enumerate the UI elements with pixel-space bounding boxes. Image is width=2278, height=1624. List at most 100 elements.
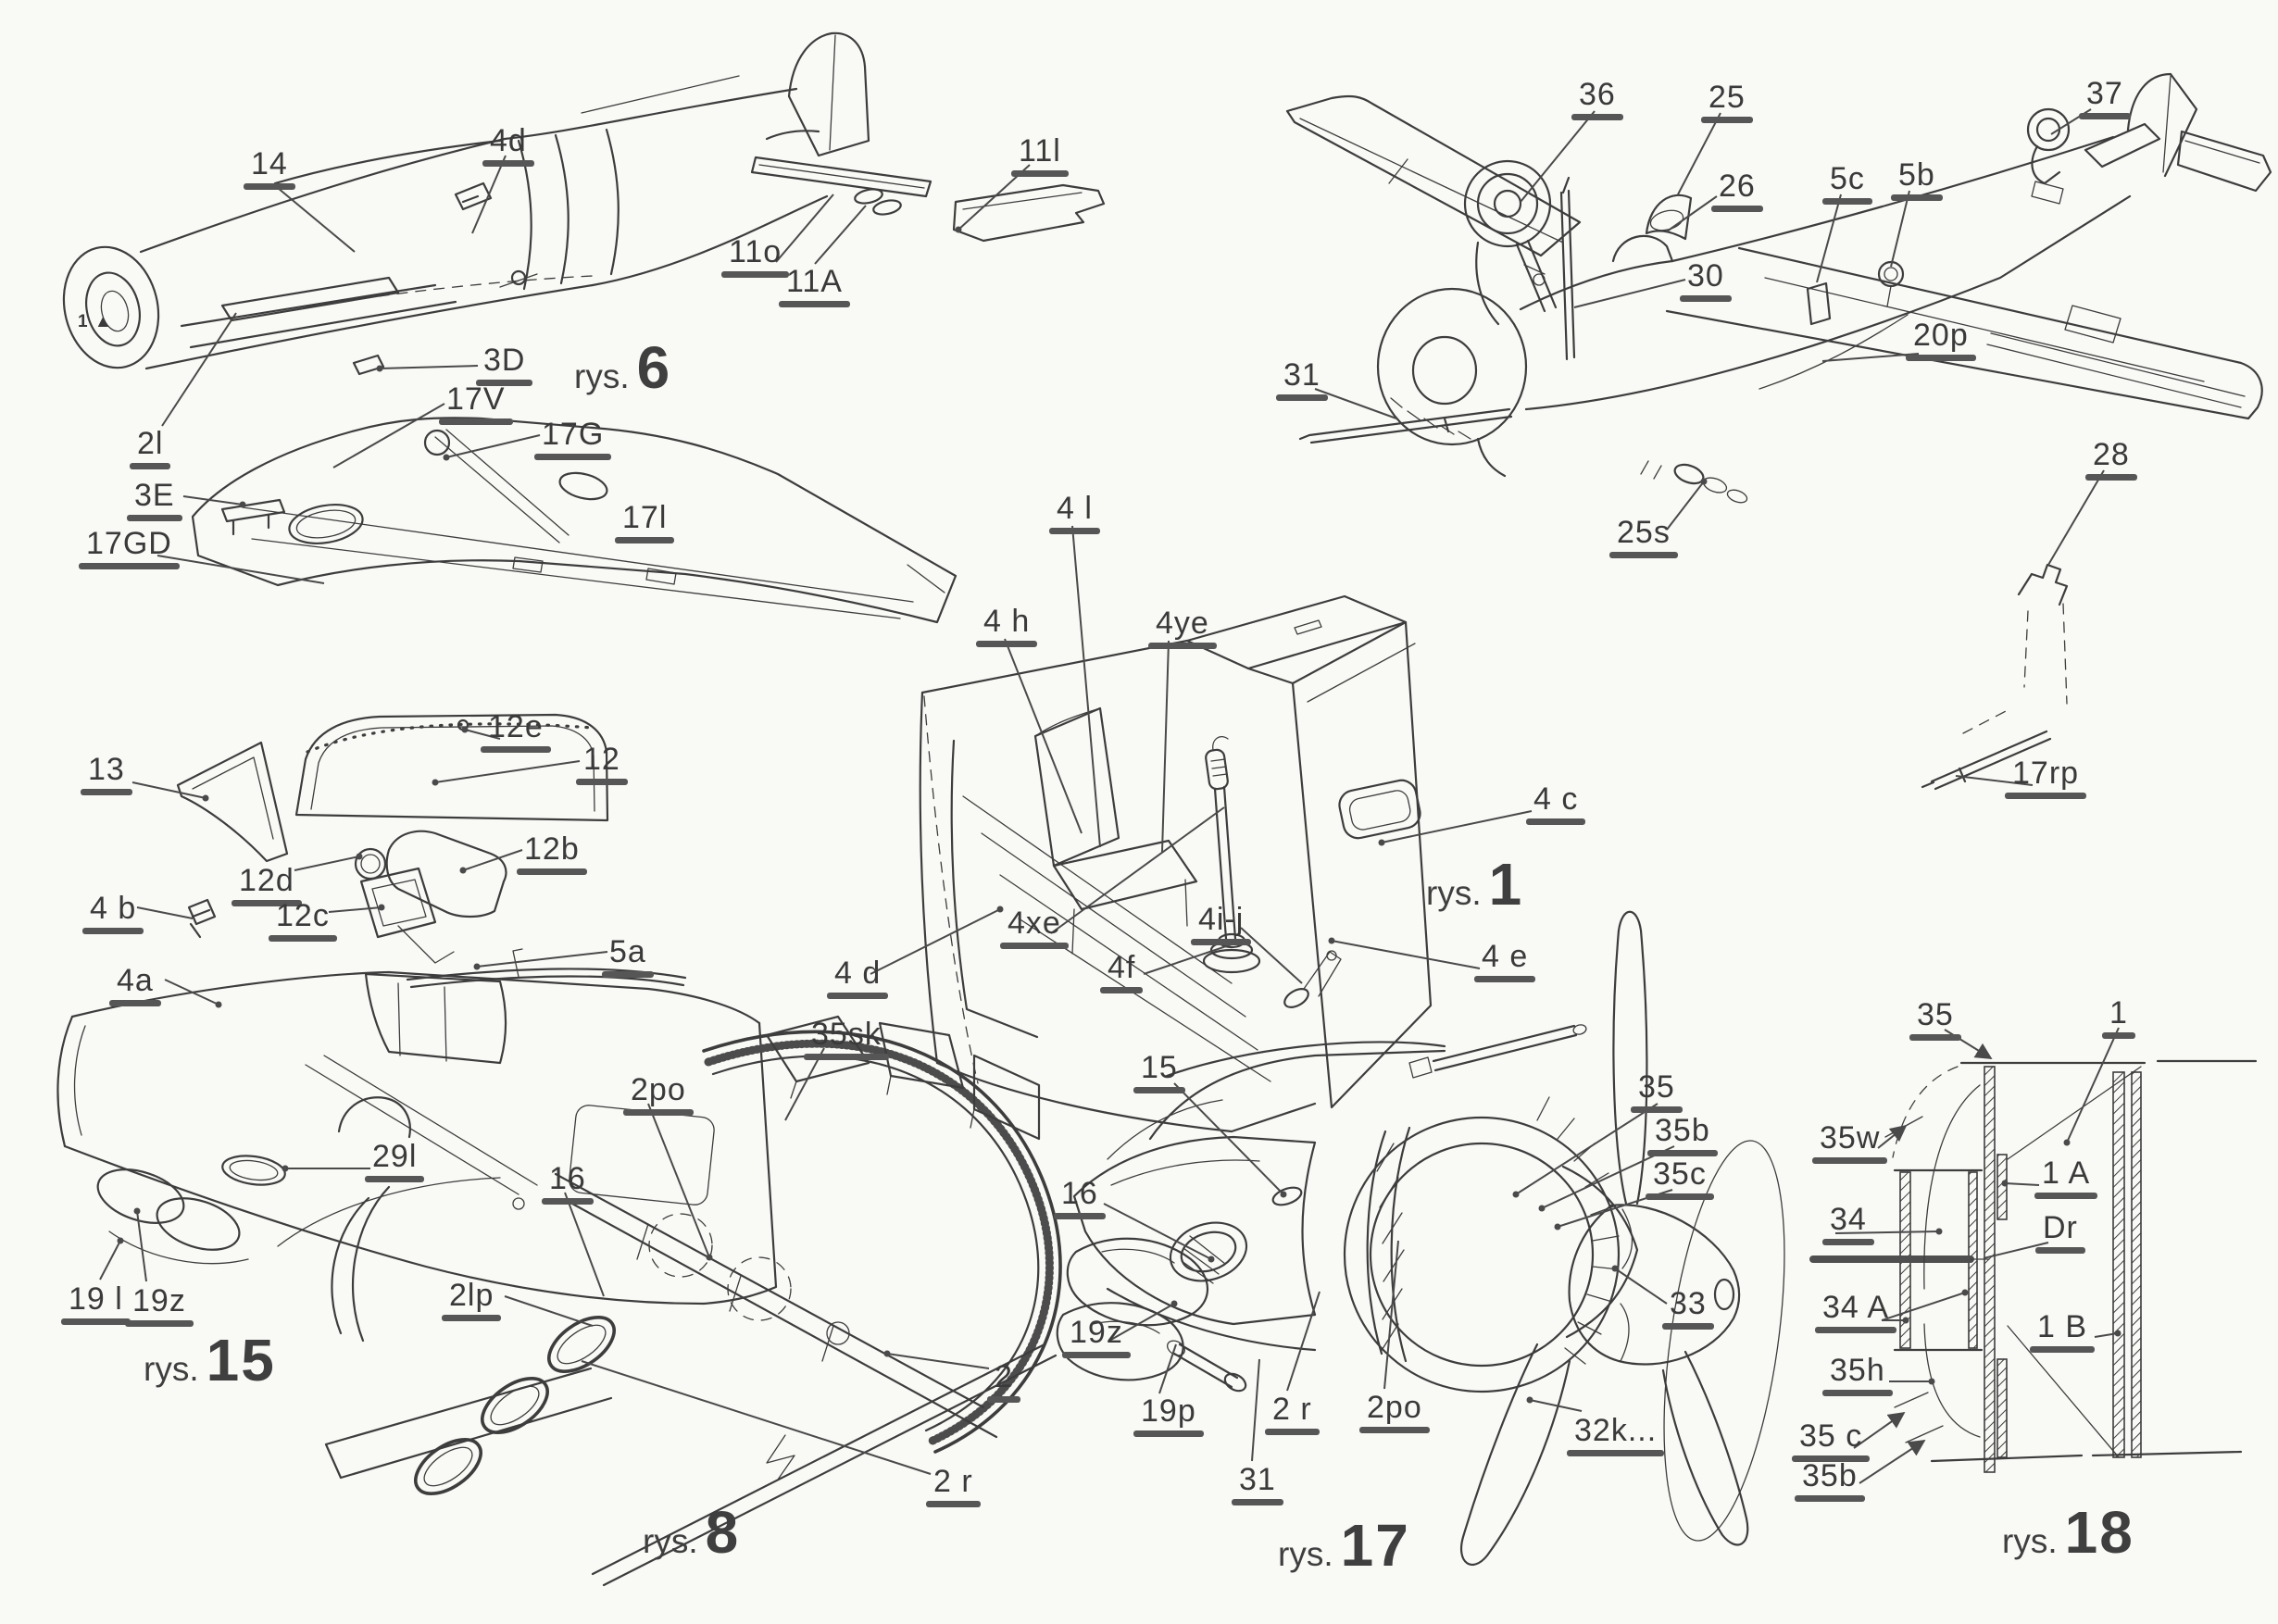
part-label-text: 4a <box>117 963 154 998</box>
label-underline-bar <box>61 1318 131 1325</box>
label-underline-bar <box>365 1176 425 1182</box>
label-underline-bar <box>2085 474 2137 481</box>
part-label-text: 2 <box>995 1359 1013 1394</box>
part-label-28-fig1: 28 <box>2085 439 2137 481</box>
figure-caption-17: rys.17 <box>1278 1511 1410 1580</box>
part-label-2-r-fig17: 2 r <box>1265 1393 1320 1435</box>
label-underline-bar <box>269 935 337 942</box>
caption-number: 15 <box>206 1327 276 1393</box>
part-label-20p-fig1: 20p <box>1906 319 1976 361</box>
label-underline-bar <box>1647 1150 1718 1156</box>
label-underline-bar <box>1100 987 1144 993</box>
part-label-text: 12e <box>488 709 544 744</box>
part-label-1-b-fig18: 1 B <box>2030 1309 2096 1353</box>
part-label-12b-fig15: 12b <box>517 833 587 875</box>
part-label-text: 4 d <box>834 956 882 991</box>
label-underline-bar <box>1265 1429 1320 1435</box>
part-label-1-a-fig18: 1 A <box>2034 1157 2098 1199</box>
part-label-2l-fig6: 2l <box>130 428 171 469</box>
part-label-text: 1 B <box>2037 1309 2088 1344</box>
label-underline-bar <box>1000 943 1069 949</box>
figure-rys18 <box>1809 1059 2258 1473</box>
label-underline-bar <box>1646 1193 1714 1200</box>
part-label-text: 19z <box>1070 1315 1123 1350</box>
part-label-text: 17rp <box>2012 756 2080 791</box>
part-label-4-l-fig1: 4 l <box>1049 493 1100 534</box>
figure-rys6-wing <box>191 417 958 624</box>
part-label-text: 35b <box>1655 1113 1710 1148</box>
part-label-2po-fig8: 2po <box>623 1072 694 1116</box>
part-label-17l-fig6: 17l <box>615 502 675 543</box>
part-label-text: 4d <box>490 123 527 158</box>
part-label-12-fig15: 12 <box>576 742 628 785</box>
label-underline-bar <box>1609 552 1678 558</box>
part-label-text: 2po <box>631 1072 686 1107</box>
label-underline-bar <box>82 928 144 934</box>
part-label-1-fig6: 1 ▲ <box>78 313 113 331</box>
part-label-15-fig17: 15 <box>1133 1052 1185 1093</box>
label-underline-bar <box>987 1396 1020 1403</box>
part-label-text: 32k... <box>1574 1413 1658 1448</box>
caption-prefix: rys. <box>643 1522 698 1560</box>
label-underline-bar <box>232 900 302 906</box>
part-label-4f-fig1: 4f <box>1100 952 1144 993</box>
label-underline-bar <box>1191 939 1252 945</box>
part-label-19p-fig17: 19p <box>1133 1393 1204 1437</box>
label-underline-bar <box>2005 793 2087 799</box>
part-label-34-a-fig18: 34 A <box>1815 1292 1897 1333</box>
label-underline-bar <box>244 183 295 190</box>
part-label-text: 4 b <box>90 891 137 926</box>
label-underline-bar <box>1011 170 1069 177</box>
part-label-5a-fig15: 5a <box>602 936 654 978</box>
part-label-text: 12d <box>239 863 294 898</box>
label-underline-bar <box>1049 528 1100 534</box>
part-label-text: 33 <box>1670 1286 1707 1321</box>
label-underline-bar <box>779 301 850 307</box>
caption-number: 18 <box>2064 1499 2134 1566</box>
part-label-4i-j-fig1: 4i-j <box>1191 902 1252 945</box>
part-label-3e-fig6: 3E <box>127 480 182 521</box>
part-label-14-fig6: 14 <box>244 148 295 190</box>
label-underline-bar <box>1891 194 1943 201</box>
part-label-text: 2po <box>1367 1390 1422 1425</box>
part-label-36-fig1: 36 <box>1571 77 1623 120</box>
part-label-text: 37 <box>2086 76 2123 111</box>
label-underline-bar <box>1815 1327 1897 1333</box>
part-label-text: 4 c <box>1533 781 1579 817</box>
part-label-17g-fig6: 17G <box>534 417 612 460</box>
part-label-text: 35w <box>1820 1120 1881 1156</box>
figure-rys8 <box>324 1015 1062 1587</box>
part-label-11a-fig6: 11A <box>779 266 850 307</box>
label-underline-bar <box>602 971 654 978</box>
part-label-31-fig17: 31 <box>1232 1464 1283 1505</box>
part-label-25-fig1: 25 <box>1701 81 1753 123</box>
label-underline-bar <box>1662 1323 1714 1330</box>
part-label-text: 19p <box>1141 1393 1196 1429</box>
part-label-4-e-fig1: 4 e <box>1474 941 1536 982</box>
part-label-text: 1 ▲ <box>78 312 113 331</box>
figure-caption-18: rys.18 <box>2002 1498 2134 1567</box>
part-label-4-c-fig1: 4 c <box>1526 781 1586 825</box>
part-label-35sk-fig8: 35sk <box>804 1018 889 1060</box>
part-label-text: 17G <box>542 417 605 452</box>
label-underline-bar <box>827 993 889 999</box>
label-underline-bar <box>1909 1034 1961 1041</box>
part-label-text: 4i-j <box>1198 902 1245 937</box>
part-label-33-fig17: 33 <box>1662 1286 1714 1330</box>
label-underline-bar <box>2030 1346 2096 1353</box>
part-label-text: 5c <box>1830 161 1865 196</box>
part-label-text: 4ye <box>1156 606 1209 641</box>
part-label-text: 4 h <box>983 604 1031 639</box>
part-label-text: 3D <box>483 343 526 378</box>
part-label-1-fig18: 1 <box>2102 997 2135 1039</box>
caption-prefix: rys. <box>1426 874 1482 912</box>
label-underline-bar <box>1571 114 1623 120</box>
part-label-text: 29l <box>372 1139 418 1174</box>
part-label-text: 12 <box>583 742 620 777</box>
part-label-text: 36 <box>1579 77 1616 112</box>
part-label-34-fig18: 34 <box>1822 1204 1874 1245</box>
label-underline-bar <box>1474 976 1536 982</box>
part-label-4ye-fig1: 4ye <box>1148 606 1217 649</box>
